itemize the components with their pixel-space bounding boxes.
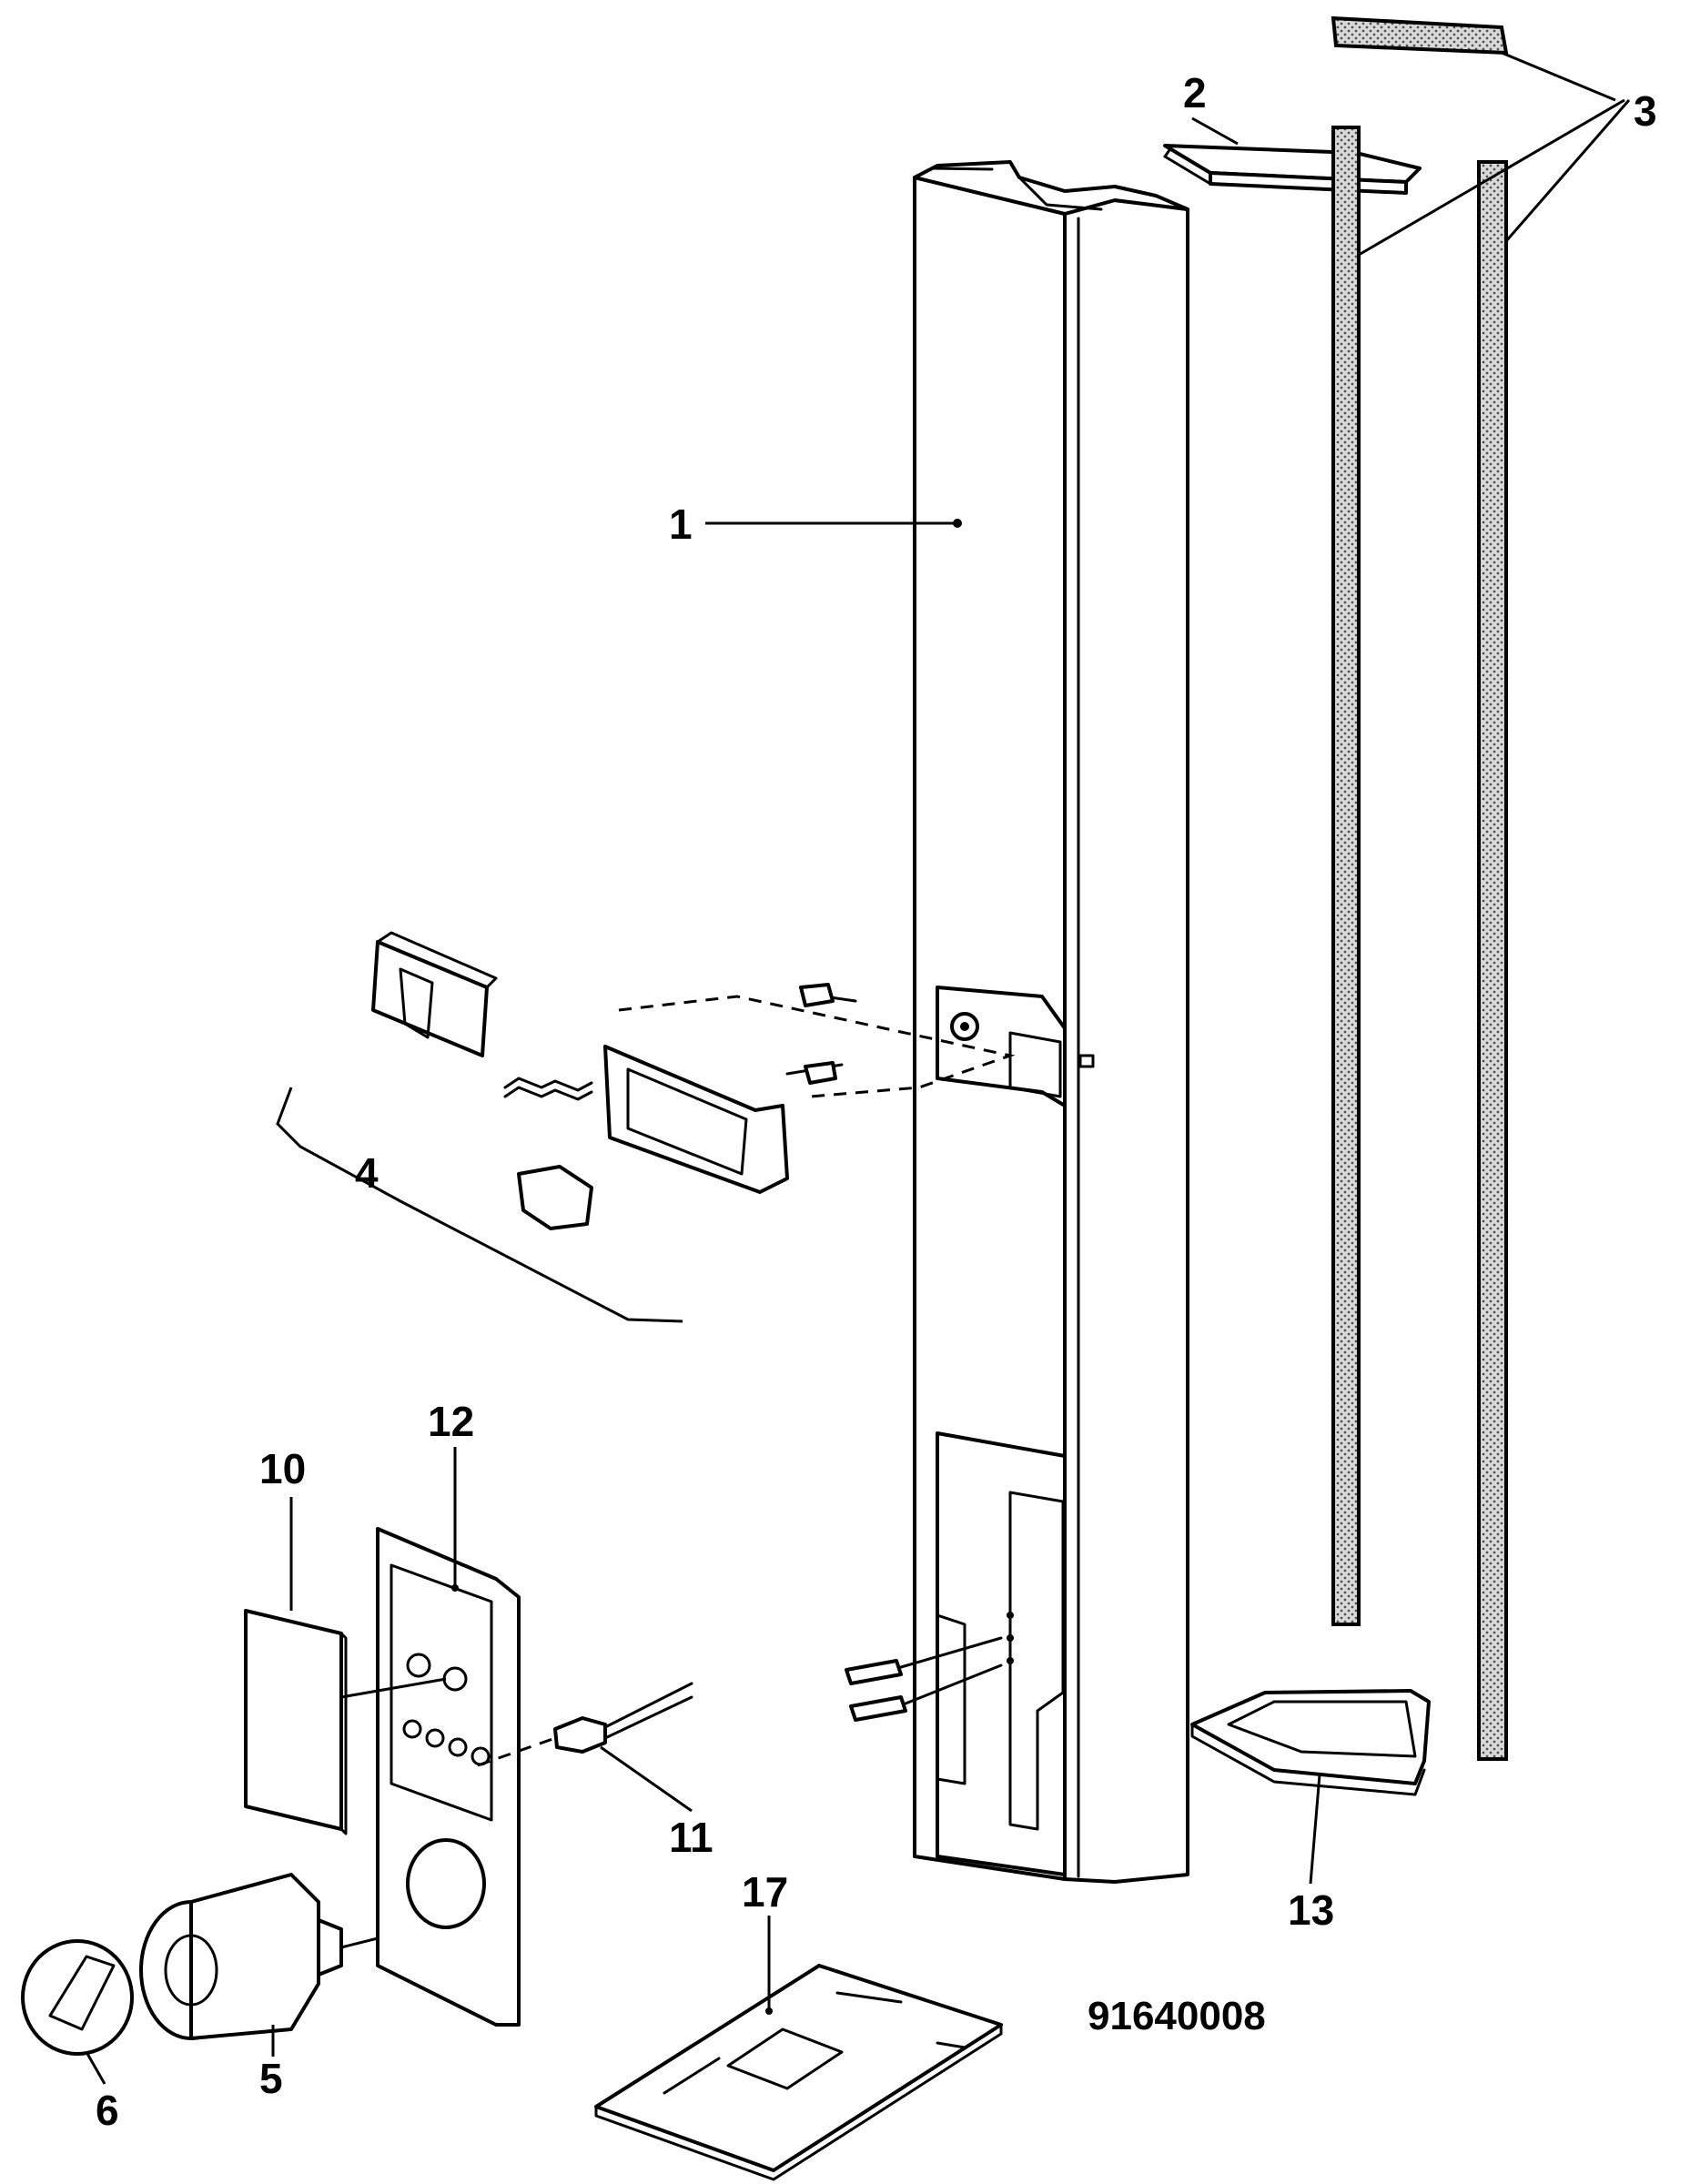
- control-panel-fascia: [340, 1527, 521, 2027]
- mounting-screws: [845, 1636, 1003, 1722]
- callout-12: 12: [428, 1398, 474, 1445]
- bottom-end-cap: [1190, 1689, 1431, 1796]
- top-end-cap: [1163, 144, 1422, 195]
- callout-17: 17: [742, 1868, 788, 1916]
- gasket-strips: [1331, 15, 1509, 1761]
- callout-1: 1: [669, 500, 693, 548]
- callout-labels: 1 2 3 4 5 6 10 11 12 13 17: [96, 69, 1657, 2134]
- thermostat-body: [139, 1873, 379, 2040]
- control-knob: [21, 1939, 134, 2056]
- callout-2: 2: [1183, 69, 1207, 116]
- label-plate: [244, 1609, 348, 1835]
- door-panel: [913, 160, 1189, 1884]
- handle-assembly: [276, 931, 1016, 1323]
- drawing-number: 91640008: [1088, 1994, 1266, 2038]
- callout-10: 10: [259, 1445, 306, 1492]
- callout-4: 4: [355, 1149, 379, 1197]
- leader-lines: [85, 51, 1631, 2085]
- callout-3: 3: [1634, 87, 1657, 135]
- sensor-probe: [477, 1682, 693, 1767]
- callout-6: 6: [96, 2087, 119, 2134]
- callout-13: 13: [1288, 1886, 1334, 1934]
- callout-11: 11: [669, 1814, 713, 1861]
- instruction-booklet: [594, 1964, 1003, 2181]
- callout-5: 5: [259, 2055, 283, 2102]
